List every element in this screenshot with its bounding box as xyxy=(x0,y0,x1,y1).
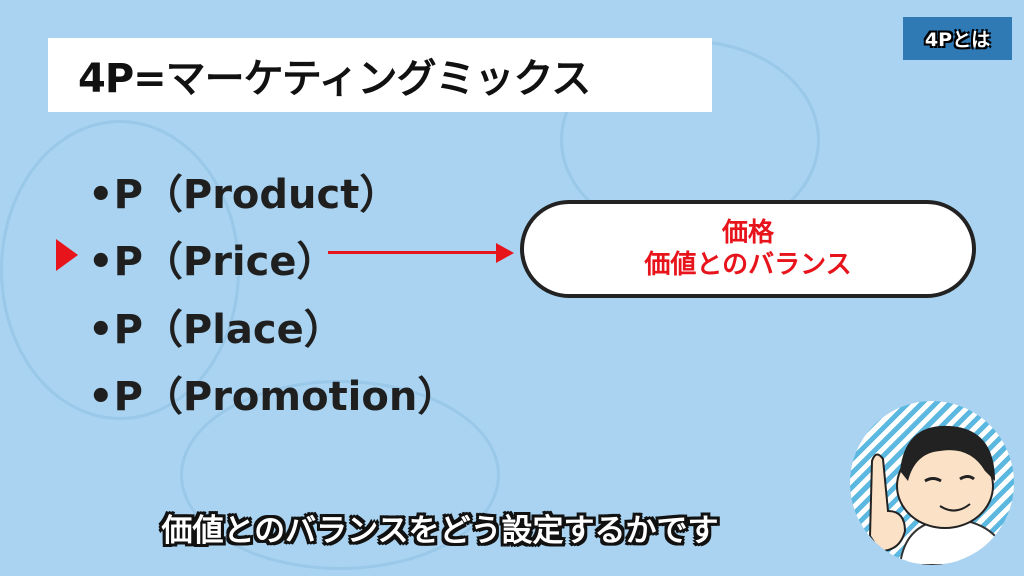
bullet-place: •P（Place） xyxy=(88,307,344,353)
callout-box: 価格 価値とのバランス xyxy=(520,200,976,298)
background-decoration xyxy=(180,380,500,570)
bullet-promotion: •P（Promotion） xyxy=(88,374,458,420)
background-decoration xyxy=(0,120,240,420)
presenter-avatar xyxy=(850,401,1014,565)
arrow-head-icon xyxy=(496,243,514,263)
bullet-price: •P（Price） xyxy=(88,239,337,285)
bullet-product: •P（Product） xyxy=(88,172,400,218)
section-badge: 4Pとは xyxy=(903,17,1012,60)
callout-line2: 価値とのバランス xyxy=(644,250,852,280)
caption-subtitle: 価値とのバランスをどう設定するかです xyxy=(161,513,719,549)
slide-title: 4P=マーケティングミックス xyxy=(48,38,712,112)
arrow-line xyxy=(328,251,500,254)
callout-line1: 価格 xyxy=(721,218,774,248)
pointer-triangle-icon xyxy=(56,239,78,271)
